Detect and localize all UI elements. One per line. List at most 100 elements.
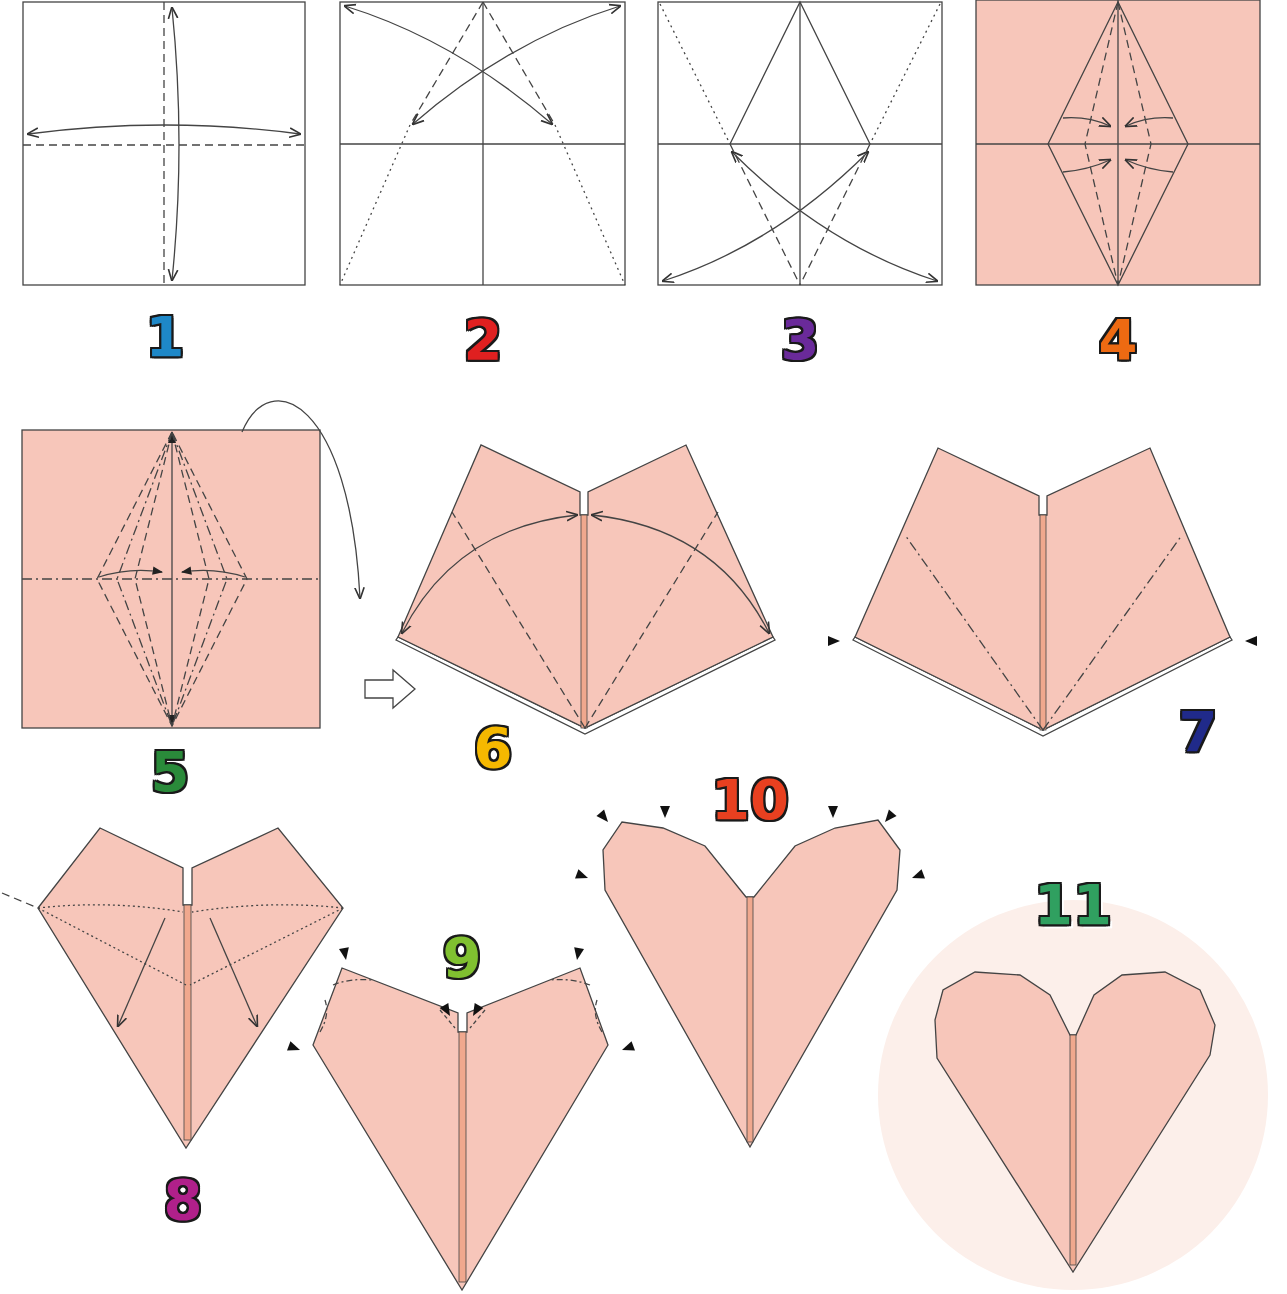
step-5-square-part	[172, 432, 209, 726]
step-3-square	[658, 2, 942, 285]
pleat-marks-part	[440, 1003, 455, 1018]
step-6-shape-part	[585, 512, 718, 728]
step-9-shape-part	[595, 1000, 602, 1032]
step-6-shape	[396, 445, 775, 734]
step-7-shape-part	[1043, 535, 1182, 730]
step-number: 6	[474, 720, 513, 776]
step-4-square-part	[1085, 2, 1118, 285]
step-4-square-part	[1063, 118, 1110, 126]
step-11-shape-part	[878, 900, 1268, 1290]
pleat-marks-part	[575, 869, 590, 883]
step-8-shape-part	[38, 905, 183, 912]
step-3-square-part	[730, 2, 870, 144]
step-number: 7	[1179, 704, 1218, 760]
step-5-square-part	[117, 432, 172, 726]
step-number: 1	[146, 309, 185, 365]
step-5-square	[22, 401, 360, 728]
step-4-square-part	[1048, 2, 1188, 285]
pleat-marks-part	[572, 947, 584, 961]
step-8-shape-part	[184, 905, 191, 1140]
pleat-marks-part	[620, 1041, 635, 1055]
step-10-shape	[603, 820, 900, 1147]
step-2-square	[340, 2, 625, 285]
step-1-square-part	[172, 8, 179, 280]
pleat-marks-part	[1245, 636, 1257, 646]
step-4-square-part	[1126, 118, 1173, 126]
step-8-shape-part	[192, 905, 343, 912]
step-5-square-part	[99, 570, 162, 577]
step-6-shape-part	[402, 515, 577, 633]
step-10-shape-part	[603, 820, 900, 1147]
step-8-shape-part	[118, 918, 165, 1026]
pleat-marks-part	[596, 810, 611, 826]
step-8-shape	[2, 828, 343, 1148]
step-number: 2	[464, 312, 503, 368]
step-number: 5	[151, 744, 190, 800]
step-3-square-part	[730, 144, 800, 285]
step-number: 11	[1034, 877, 1112, 933]
step-4-square	[976, 0, 1260, 285]
step-3-square-part	[663, 152, 868, 281]
step-2-square-part	[555, 125, 625, 285]
step-5-square-part	[22, 430, 320, 728]
step-2-square-part	[482, 2, 483, 285]
step-6-shape-part	[592, 515, 769, 633]
step-5-square-part	[22, 578, 320, 579]
pleat-marks-part	[469, 1003, 484, 1018]
step-4-square-part	[1063, 160, 1110, 172]
step-11-shape-part	[1070, 1035, 1076, 1265]
step-9-shape-part	[333, 980, 372, 985]
step-4-square-part	[976, 0, 1260, 285]
step-3-square-part	[660, 4, 730, 144]
step-3-square-part	[799, 2, 800, 285]
step-number: 9	[443, 930, 482, 986]
step-3-square-part	[800, 144, 870, 285]
step-9-shape-part	[550, 980, 590, 985]
step-8-shape-part	[2, 893, 38, 908]
step-4-square-part	[1117, 0, 1118, 285]
next-arrow	[365, 670, 415, 708]
pleat-marks-part	[881, 810, 896, 826]
step-3-square-part	[732, 152, 937, 281]
step-2-square-part	[345, 6, 552, 124]
pleat-marks	[287, 636, 1257, 1055]
step-8-shape-part	[190, 908, 343, 985]
step-9-shape-part	[459, 1032, 466, 1282]
pleat-marks-part	[828, 806, 838, 818]
step-number: 3	[781, 312, 820, 368]
step-6-shape-part	[398, 445, 773, 728]
step-7-shape	[853, 448, 1232, 736]
step-7-shape-part	[905, 535, 1043, 730]
step-2-square-part	[340, 2, 625, 285]
step-5-square-part	[242, 401, 360, 598]
step-2-square-part	[413, 6, 620, 124]
step-7-shape-part	[855, 448, 1230, 730]
step-9-shape-part	[313, 968, 608, 1290]
step-1-square-part	[23, 2, 305, 285]
step-5-square-part	[182, 570, 245, 577]
step-4-square-part	[1126, 160, 1173, 172]
step-1-square	[23, 2, 305, 285]
step-10-shape-part	[747, 897, 753, 1142]
step-2-square-part	[340, 125, 410, 285]
pleat-marks-part	[828, 636, 840, 646]
pleat-marks-part	[287, 1041, 302, 1055]
step-1-square-part	[163, 2, 164, 285]
step-number: 8	[164, 1172, 203, 1228]
step-number: 10	[711, 772, 789, 828]
step-5-square-part	[135, 432, 172, 726]
step-6-shape-part	[581, 515, 587, 728]
pleat-marks-part	[660, 806, 670, 818]
step-5-square-part	[97, 432, 247, 726]
pleat-marks-part	[910, 869, 925, 883]
step-3-square-part	[658, 2, 942, 285]
step-7-shape-part	[1040, 515, 1046, 730]
step-9-shape-part	[320, 1000, 327, 1032]
step-1-square-part	[28, 125, 300, 134]
step-8-shape-part	[38, 828, 343, 1148]
step-9-shape	[313, 968, 608, 1290]
step-8-shape-part	[210, 918, 257, 1026]
